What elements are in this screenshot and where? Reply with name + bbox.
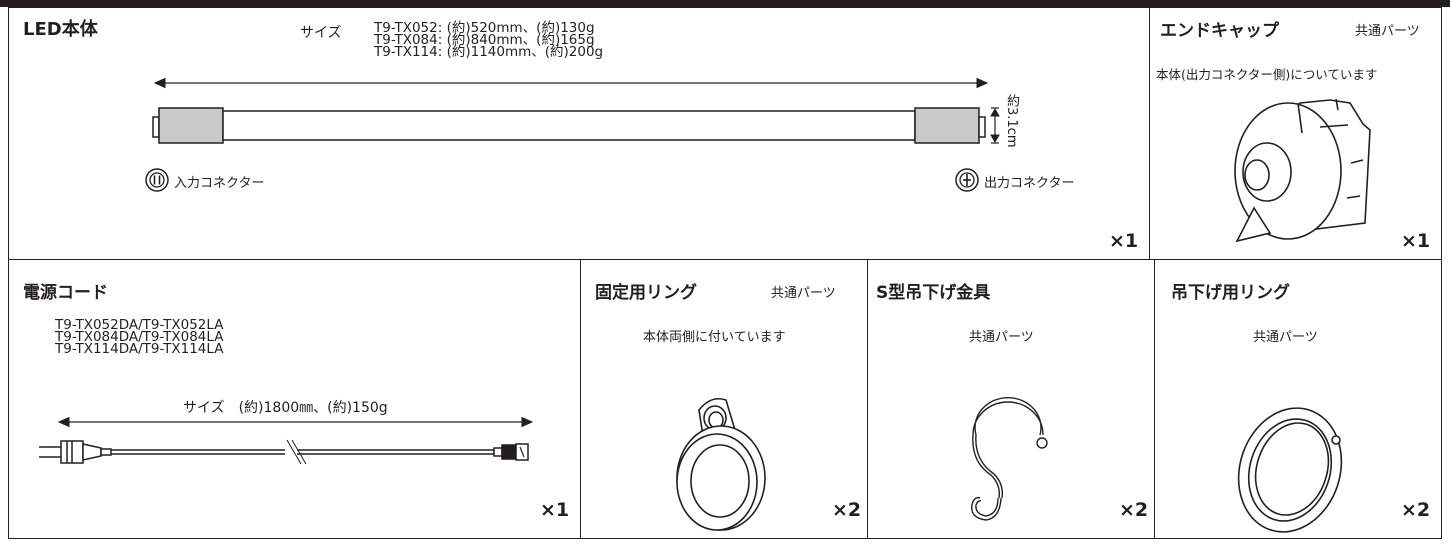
output-connector-icon: [955, 168, 979, 192]
cord-length-arrow: [57, 416, 534, 428]
common-part-label: 共通パーツ: [969, 330, 1034, 345]
quantity-label: ×2: [1401, 499, 1431, 521]
quantity-label: ×2: [1119, 499, 1149, 521]
length-arrow: [153, 77, 989, 89]
led-tube-illustration: [145, 77, 1000, 192]
power-cord-panel: 電源コード T9-TX052DA/T9-TX052LA T9-TX084DA/T…: [8, 259, 581, 539]
common-part-label: 共通パーツ: [1253, 330, 1318, 345]
hanging-ring-panel: 吊下げ用リング 共通パーツ ×2: [1154, 259, 1442, 539]
power-cord-title: 電源コード: [23, 283, 108, 303]
s-hook-title: S型吊下げ金具: [876, 283, 991, 303]
fixing-ring-title: 固定用リング: [595, 283, 697, 303]
fixing-ring-panel: 固定用リング 共通パーツ 本体両側に付いています ×2: [580, 259, 868, 539]
common-part-label: 共通パーツ: [771, 286, 836, 301]
diameter-arrow: [990, 107, 1000, 144]
cord-size-label: サイズ (約)1800㎜、(約)150g: [183, 400, 388, 416]
s-hook-panel: S型吊下げ金具 共通パーツ ×2: [867, 259, 1155, 539]
end-cap-title: エンドキャップ: [1160, 21, 1279, 41]
size-spec-line: T9-TX052: (約)520mm、(約)130g: [374, 20, 595, 36]
end-cap-illustration: [1234, 98, 1371, 243]
hanging-ring-illustration: [1237, 407, 1343, 533]
led-body-title: LED本体: [23, 19, 98, 40]
led-tube: [152, 107, 986, 144]
cord-model-line: T9-TX084DA/T9-TX084LA: [55, 329, 224, 345]
quantity-label: ×2: [832, 499, 862, 521]
input-connector-icon: [145, 168, 169, 192]
cord-model-line: T9-TX114DA/T9-TX114LA: [55, 341, 224, 357]
diameter-label: 約3.1cm: [1004, 94, 1019, 148]
input-connector-label: 入力コネクター: [174, 176, 265, 191]
size-spec-list: T9-TX052: (約)520mm、(約)130g T9-TX084: (約)…: [374, 20, 604, 60]
top-bar: [0, 0, 1450, 7]
quantity-label: ×1: [540, 499, 570, 521]
led-body-panel: LED本体 サイズ T9-TX052: (約)520mm、(約)130g T9-…: [8, 7, 1150, 260]
s-hook-illustration: [971, 396, 1048, 521]
cord-model-line: T9-TX052DA/T9-TX052LA: [55, 317, 224, 333]
size-spec-line: T9-TX084: (約)840mm、(約)165g: [374, 32, 595, 48]
fixing-ring-note: 本体両側に付いています: [643, 330, 786, 345]
cord-model-list: T9-TX052DA/T9-TX052LA T9-TX084DA/T9-TX08…: [55, 317, 224, 357]
size-label: サイズ: [300, 25, 342, 41]
output-connector-label: 出力コネクター: [984, 176, 1075, 191]
quantity-label: ×1: [1109, 230, 1139, 252]
power-cord: [39, 439, 529, 465]
end-cap-note: 本体(出力コネクター側)についています: [1156, 67, 1378, 82]
size-spec-line: T9-TX114: (約)1140mm、(約)200g: [374, 44, 604, 60]
power-cord-illustration: [39, 416, 534, 465]
common-part-label: 共通パーツ: [1355, 24, 1420, 39]
hanging-ring-title: 吊下げ用リング: [1171, 283, 1290, 303]
fixing-ring-illustration: [676, 397, 766, 531]
end-cap-panel: エンドキャップ 共通パーツ 本体(出力コネクター側)についています ×1: [1149, 7, 1442, 260]
quantity-label: ×1: [1401, 230, 1431, 252]
